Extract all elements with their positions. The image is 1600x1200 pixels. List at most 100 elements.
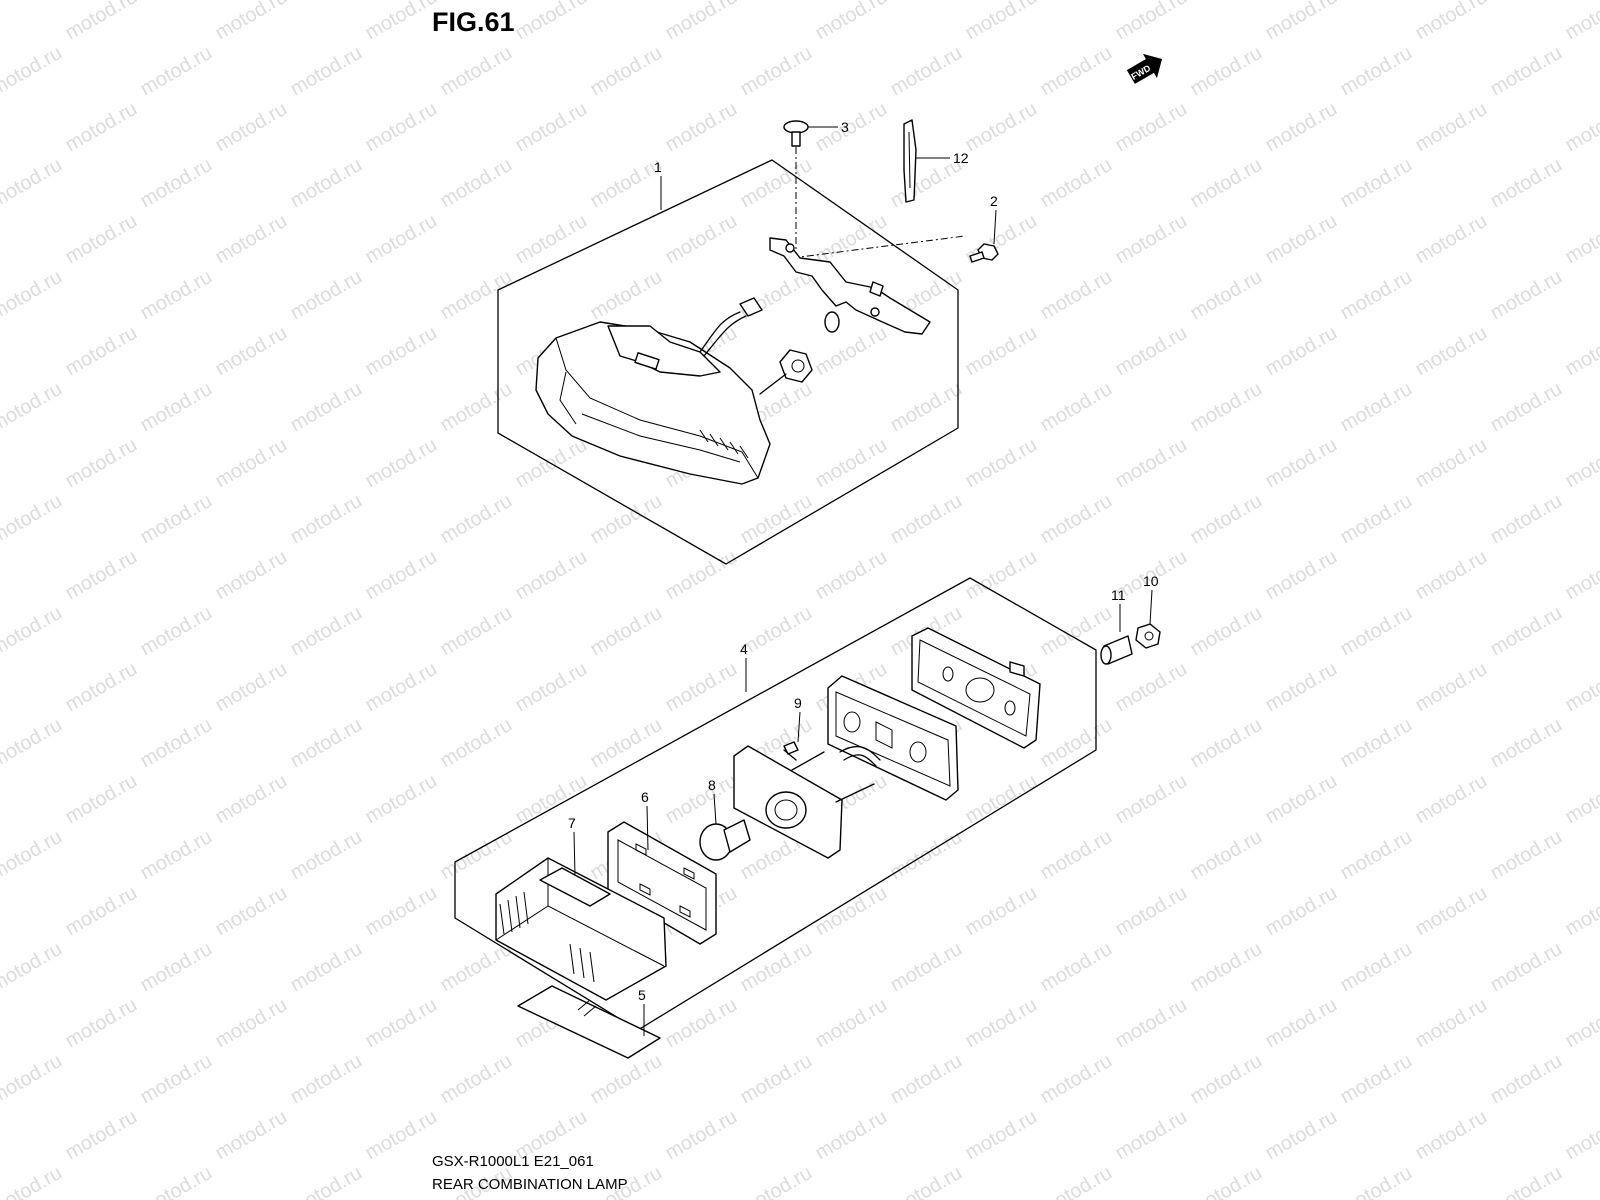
watermark-text: motod.ru [212,658,291,717]
watermark-text: motod.ru [362,770,441,829]
watermark-text: motod.ru [1187,154,1266,213]
watermark-text: motod.ru [1112,434,1191,493]
figure-code: GSX-R1000L1 E21_061 [432,1153,594,1170]
watermark-text: motod.ru [62,546,141,605]
band-12 [903,119,950,203]
watermark-text: motod.ru [1262,658,1341,717]
watermark-text: motod.ru [1412,434,1491,493]
watermark-text: motod.ru [1037,938,1116,997]
screw-3 [783,120,838,147]
watermark-text: motod.ru [1112,658,1191,717]
watermark-text: motod.ru [62,322,141,381]
watermark-text: motod.ru [0,714,66,773]
watermark-text: motod.ru [1412,546,1491,605]
watermark-text: motod.ru [437,378,516,437]
watermark-text: motod.ru [437,714,516,773]
watermark-text: motod.ru [962,0,1041,44]
watermark-text: motod.ru [1037,1050,1116,1109]
watermark-text: motod.ru [1112,1106,1191,1165]
watermark-text: motod.ru [1487,714,1566,773]
lamp-socket-housing [827,675,959,801]
watermark-text: motod.ru [0,490,66,549]
watermark-text: motod.ru [1112,210,1191,269]
watermark-text: motod.ru [812,322,891,381]
watermark-text: motod.ru [1562,98,1600,157]
watermark-text: motod.ru [1187,826,1266,885]
callout-11: 11 [1111,587,1126,603]
watermark-text: motod.ru [1412,994,1491,1053]
watermark-text: motod.ru [1487,1162,1566,1200]
watermark-text: motod.ru [0,154,66,213]
watermark-text: motod.ru [1412,658,1491,717]
watermark-text: motod.ru [1562,770,1600,829]
watermark-text: motod.ru [362,322,441,381]
watermark-text: motod.ru [1562,882,1600,941]
watermark-text: motod.ru [1337,1162,1416,1200]
watermark-text: motod.ru [812,882,891,941]
watermark-text: motod.ru [512,210,591,269]
watermark-text: motod.ru [1187,714,1266,773]
watermark-text: motod.ru [212,0,291,44]
watermark-text: motod.ru [362,98,441,157]
watermark-text: motod.ru [1487,266,1566,325]
watermark-text: motod.ru [1037,266,1116,325]
watermark-text: motod.ru [1337,826,1416,885]
watermark-text: motod.ru [962,994,1041,1053]
callout-7: 7 [568,815,576,831]
watermark-text: motod.ru [1262,882,1341,941]
watermark-text: motod.ru [287,1162,366,1200]
watermark-text: motod.ru [1187,378,1266,437]
watermark-text: motod.ru [812,546,891,605]
watermark-text: motod.ru [362,882,441,941]
callout-8: 8 [708,777,716,793]
watermark-text: motod.ru [962,322,1041,381]
watermark-text: motod.ru [212,210,291,269]
watermark-text: motod.ru [662,770,741,829]
watermark-text: motod.ru [287,378,366,437]
watermark-text: motod.ru [437,154,516,213]
watermark-text: motod.ru [1412,210,1491,269]
watermark-text: motod.ru [1112,322,1191,381]
watermark-text: motod.ru [662,1106,741,1165]
watermark-text: motod.ru [287,42,366,101]
watermark-text: motod.ru [587,602,666,661]
watermark-text: motod.ru [887,378,966,437]
watermark-text: motod.ru [362,210,441,269]
watermark-text: motod.ru [437,42,516,101]
watermark-text: motod.ru [887,490,966,549]
watermark-text: motod.ru [212,1106,291,1165]
watermark-text: motod.ru [1262,994,1341,1053]
watermark-text: motod.ru [137,42,216,101]
callout-5: 5 [638,987,646,1003]
watermark-text: motod.ru [0,938,66,997]
watermark-text: motod.ru [212,546,291,605]
watermark-text: motod.ru [1562,658,1600,717]
watermark-text: motod.ru [887,1050,966,1109]
watermark-text: motod.ru [737,490,816,549]
watermark-text: motod.ru [1337,1050,1416,1109]
watermark-text: motod.ru [1487,42,1566,101]
watermark-text: motod.ru [1412,98,1491,157]
watermark-text: motod.ru [137,714,216,773]
watermark-text: motod.ru [437,1050,516,1109]
watermark-text: motod.ru [137,826,216,885]
watermark-text: motod.ru [1337,490,1416,549]
watermark-text: motod.ru [287,826,366,885]
watermark-text: motod.ru [1487,490,1566,549]
watermark-text: motod.ru [362,1106,441,1165]
assembly-1-box [497,159,959,565]
watermark-text: motod.ru [1562,994,1600,1053]
watermark-text: motod.ru [137,154,216,213]
watermark-text: motod.ru [662,994,741,1053]
watermark-text: motod.ru [1037,378,1116,437]
watermark-text: motod.ru [737,938,816,997]
watermark-text: motod.ru [1037,490,1116,549]
watermark-text: motod.ru [62,658,141,717]
nut-10 [1135,589,1161,649]
watermark-text: motod.ru [62,98,141,157]
callout-1: 1 [654,159,662,175]
watermark-text: motod.ru [1187,490,1266,549]
watermark-text: motod.ru [212,770,291,829]
watermark-text: motod.ru [1412,770,1491,829]
